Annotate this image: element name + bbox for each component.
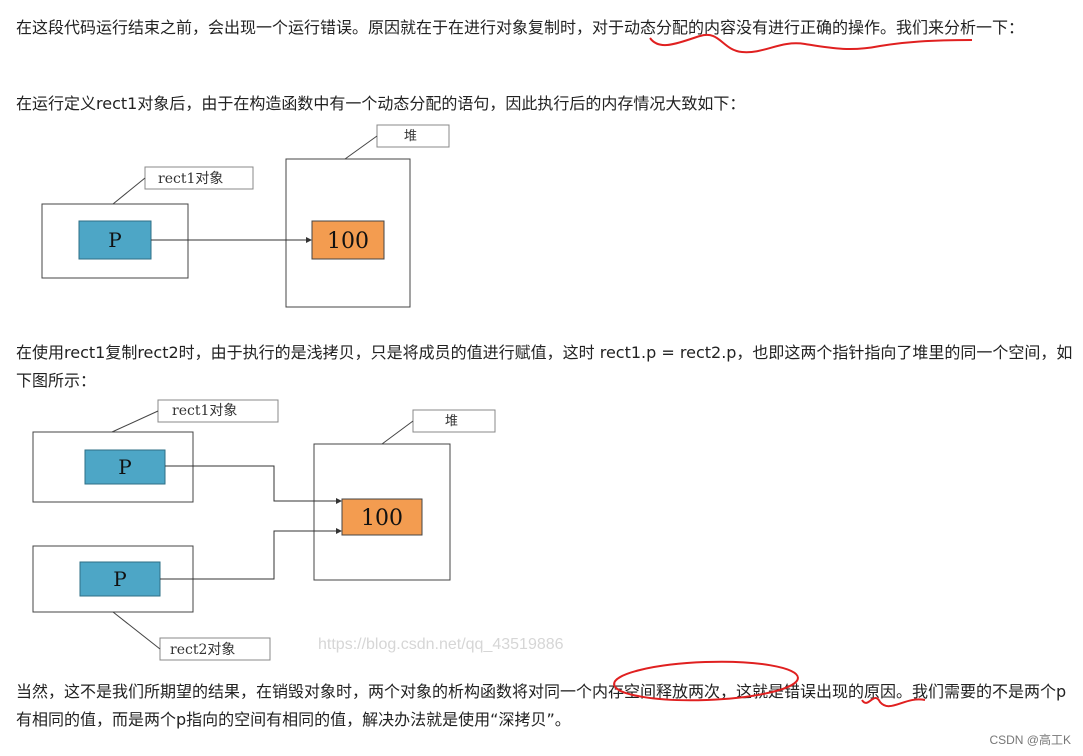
value-label: 100 (361, 506, 403, 531)
pointer-p1-label: P (118, 455, 131, 479)
pointer-p1-arrow (165, 465, 336, 502)
pointer-p-label: P (108, 228, 121, 252)
paragraph-rect1-memory: 在运行定义rect1对象后，由于在构造函数中有一个动态分配的语句，因此执行后的内… (16, 94, 746, 113)
paragraph-conclusion: 当然，这不是我们所期望的结果，在销毁对象时，两个对象的析构函数将对同一个内存空间… (16, 682, 1067, 729)
rect1-label: rect1对象 (172, 403, 237, 419)
paragraph-shallow-copy: 在使用rect1复制rect2时，由于执行的是浅拷贝，只是将成员的值进行赋值，这… (16, 343, 1073, 390)
watermark-text: https://blog.csdn.net/qq_43519886 (318, 636, 564, 653)
heap-label: 堆 (445, 414, 458, 429)
heap-label: 堆 (404, 129, 417, 144)
pointer-p1-box (84, 449, 166, 485)
rect2-label: rect2对象 (170, 642, 235, 658)
value-box (341, 498, 423, 536)
paragraph-intro: 在这段代码运行结束之前，会出现一个运行错误。原因就在于在进行对象复制时，对于动态… (16, 18, 1025, 37)
pointer-p-box (78, 220, 152, 260)
rect1-label: rect1对象 (158, 171, 223, 187)
csdn-footer: CSDN @高工K (989, 733, 1071, 747)
value-label: 100 (327, 229, 369, 254)
pointer-p2-arrow (160, 530, 336, 580)
memory-diagram-rect1: rect1对象 P 堆 100 (41, 124, 450, 308)
value-box (311, 220, 385, 260)
memory-diagram-shallow-copy: rect1对象 P P rect2对象 堆 100 (32, 399, 496, 661)
pointer-p2-label: P (113, 567, 126, 591)
